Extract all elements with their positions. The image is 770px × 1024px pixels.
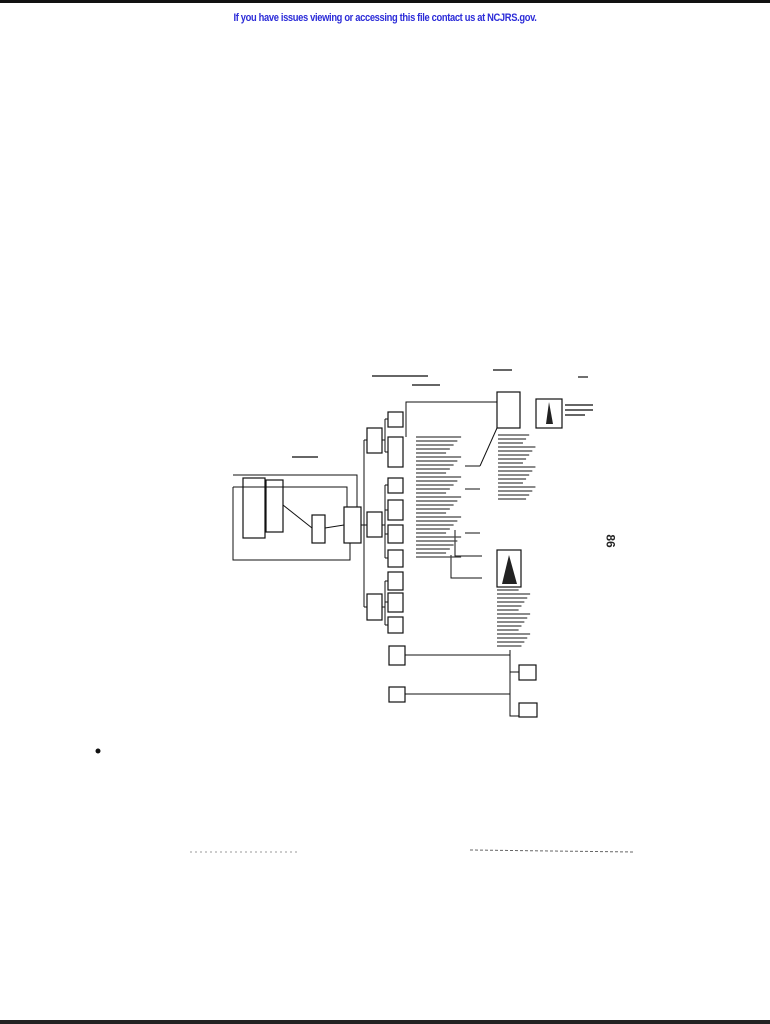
flow-box-bottom-1: [388, 645, 406, 666]
flow-subbox: [387, 592, 404, 613]
flow-subbox: [387, 524, 404, 544]
flow-subbox: [387, 499, 404, 521]
flow-subbox: [387, 571, 404, 591]
flow-subbox: [387, 436, 404, 468]
scan-top-edge: [0, 0, 770, 3]
flow-box-referral: [311, 514, 326, 544]
flow-box-bottom-3: [518, 664, 537, 681]
statue-figure-icon: [546, 402, 553, 424]
flow-box-category-3: [366, 593, 383, 621]
flow-subbox: [387, 477, 404, 494]
flow-box-bottom-4: [518, 702, 538, 718]
flow-subbox: [387, 411, 404, 428]
flow-box-youth-status: [265, 479, 284, 533]
flow-subbox: [387, 616, 404, 634]
woman-figure-icon: [502, 555, 517, 584]
flow-box-adjudication: [242, 477, 266, 539]
flow-box-main-agency: [343, 506, 362, 544]
scan-bottom-edge: [0, 1020, 770, 1024]
flow-subbox: [387, 549, 404, 568]
ncjrs-notice-link[interactable]: If you have issues viewing or accessing …: [233, 12, 537, 24]
flow-box-category-2: [366, 511, 383, 538]
flow-box-category-1: [366, 427, 383, 454]
flow-box-bottom-2: [388, 686, 406, 703]
flow-box-top-right: [496, 391, 521, 429]
